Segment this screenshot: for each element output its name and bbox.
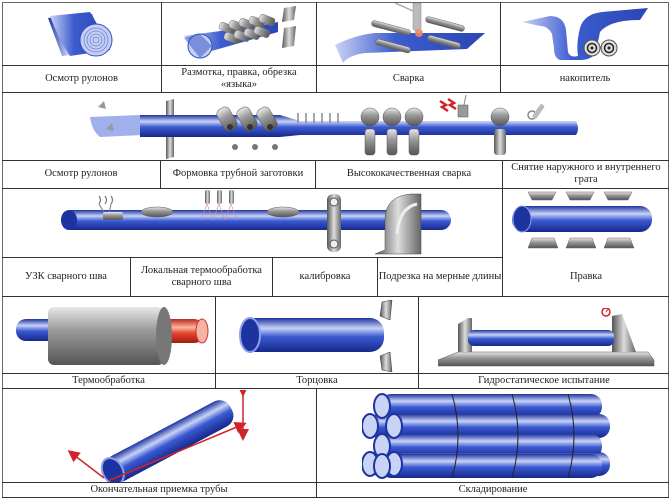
step-label: Торцовка bbox=[296, 374, 338, 386]
grid-line bbox=[2, 257, 502, 258]
grid-line bbox=[418, 296, 419, 388]
grid-line bbox=[2, 373, 669, 374]
grid-line bbox=[316, 2, 317, 92]
step-label: Снятие наружного и внутреннего грата bbox=[511, 162, 661, 185]
step-label: Правка bbox=[569, 270, 603, 282]
grid-line bbox=[2, 65, 669, 66]
grid-line bbox=[2, 388, 669, 389]
cut-off-saw-icon bbox=[374, 193, 422, 255]
grid-line bbox=[2, 92, 669, 93]
step-label: Размотка, правка, обрезка «языка» bbox=[181, 66, 297, 90]
strip-inspection-icon bbox=[90, 115, 142, 137]
step-label: Осмотр рулонов bbox=[45, 72, 118, 84]
strip-welding-icon bbox=[335, 3, 485, 63]
step-label: Гидростатическое испытание bbox=[478, 374, 610, 386]
sizing-icon bbox=[327, 194, 341, 252]
grid-line bbox=[272, 257, 273, 296]
deburring-icon bbox=[490, 104, 545, 155]
grid-line bbox=[500, 2, 501, 92]
step-label: Локальная термообработка сварного шва bbox=[141, 264, 262, 288]
step-label: Высококачественная сварка bbox=[346, 168, 472, 179]
grid-line bbox=[502, 160, 503, 188]
local-heat-treatment-icon bbox=[140, 190, 300, 221]
grid-line bbox=[2, 188, 669, 189]
grid-line bbox=[315, 160, 316, 188]
grid-line bbox=[160, 160, 161, 188]
grid-line bbox=[2, 482, 669, 483]
step-label: Окончательная приемка трубы bbox=[90, 483, 228, 495]
pipe-stack-icon bbox=[362, 393, 610, 479]
furnace-icon bbox=[16, 307, 209, 365]
hydrotest-icon bbox=[438, 308, 655, 367]
grid-line bbox=[502, 188, 503, 296]
final-inspection-icon bbox=[67, 390, 249, 482]
straightening-rolls-icon bbox=[512, 191, 652, 249]
step-label: Подрезка на мерные длины bbox=[378, 270, 502, 282]
step-label: накопитель bbox=[559, 72, 611, 84]
grid-line bbox=[2, 497, 669, 498]
ultrasonic-test-icon bbox=[98, 195, 123, 220]
step-label: Формовка трубной заготовки bbox=[172, 168, 304, 179]
pipe-mill-line-icon bbox=[90, 95, 578, 159]
step-label: УЗК сварного шва bbox=[25, 270, 107, 282]
forming-rolls-icon bbox=[216, 106, 278, 150]
finishing-line-icon bbox=[61, 190, 451, 255]
grid-line bbox=[377, 257, 378, 296]
step-label: Осмотр рулонов bbox=[44, 168, 118, 179]
uncoiling-straightening-icon bbox=[183, 6, 296, 59]
step-label: калибровка bbox=[299, 270, 351, 282]
step-label: Складирование bbox=[458, 483, 528, 495]
hf-welding-icon bbox=[360, 95, 469, 156]
grid-line bbox=[316, 388, 317, 498]
accumulator-icon bbox=[522, 8, 648, 60]
grid-line bbox=[2, 160, 669, 161]
step-label: Сварка bbox=[392, 72, 425, 84]
end-facing-icon bbox=[239, 300, 393, 372]
grid-line bbox=[2, 296, 669, 297]
grid-line bbox=[215, 296, 216, 388]
step-label: Термообработка bbox=[72, 374, 145, 386]
grid-line bbox=[161, 2, 162, 92]
grid-line bbox=[130, 257, 131, 296]
coil-icon bbox=[48, 12, 113, 57]
